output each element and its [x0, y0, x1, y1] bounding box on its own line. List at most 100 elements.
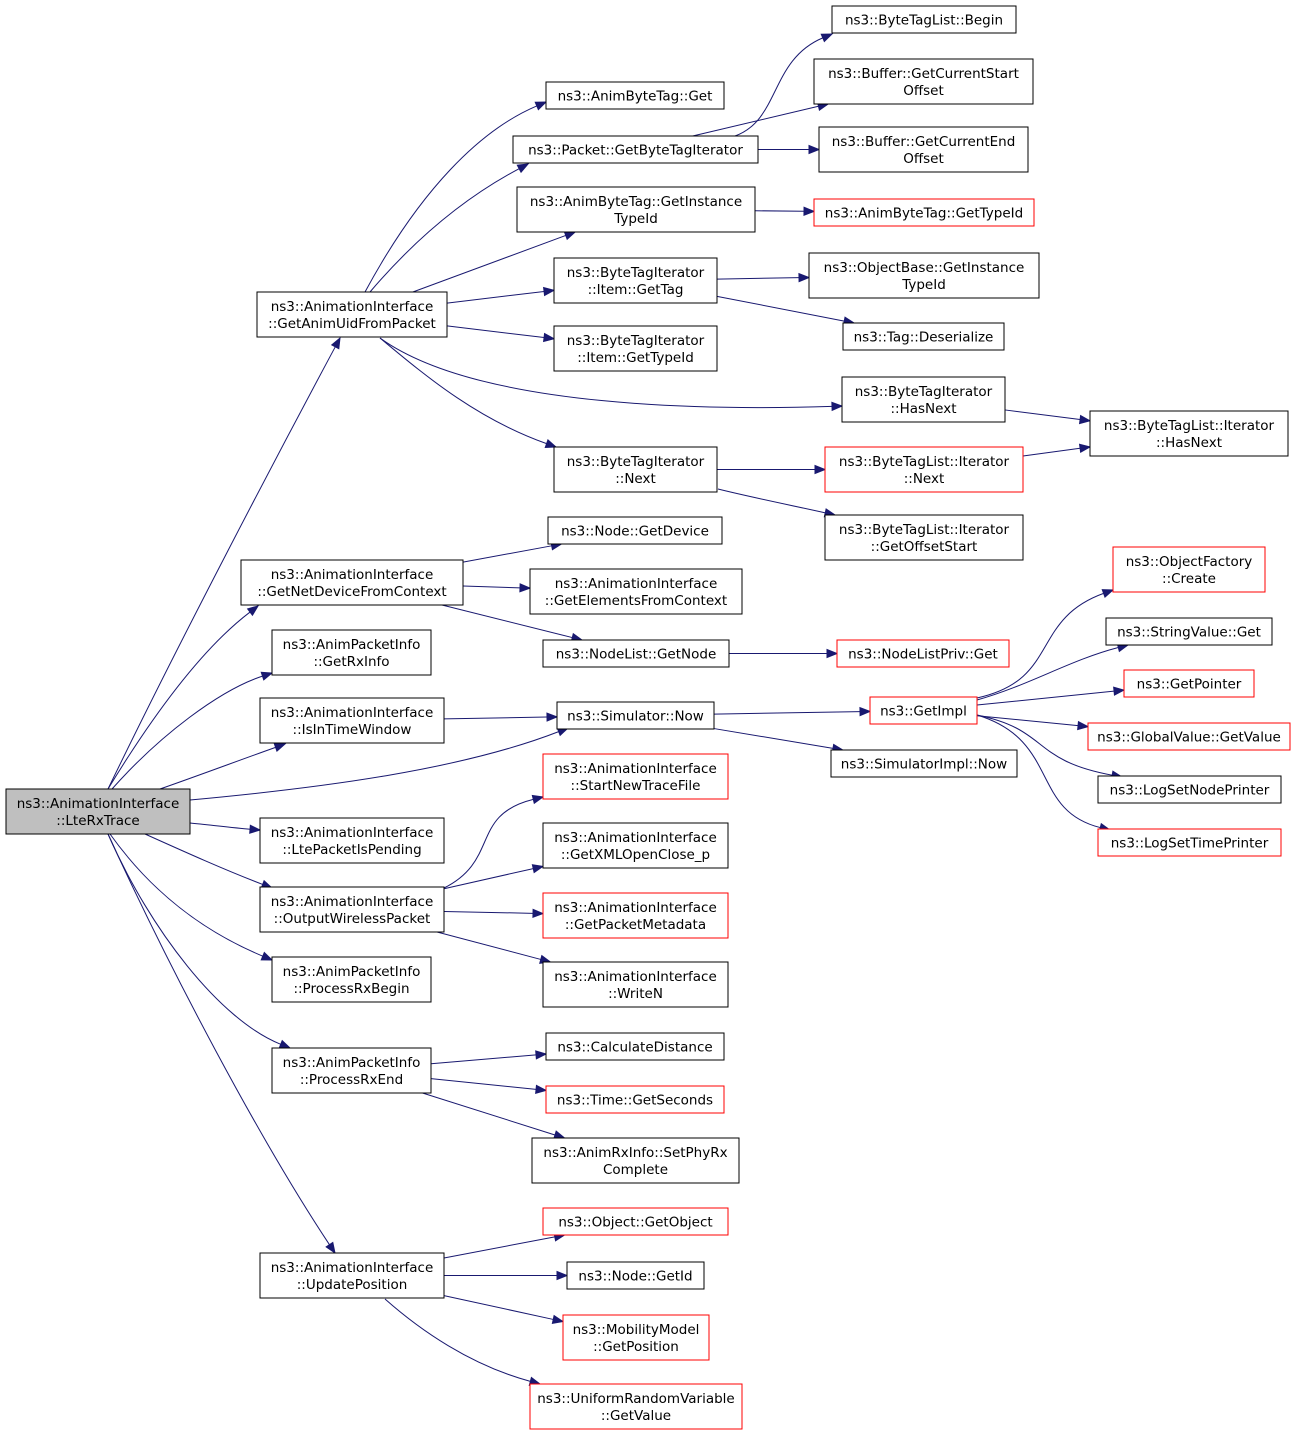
node-label-line: ns3::AnimByteTag::GetInstance [530, 194, 742, 210]
function-node-n47[interactable]: ns3::Node::GetId [566, 1261, 705, 1290]
node-box [1097, 775, 1282, 804]
function-node-n46[interactable]: ns3::Object::GetObject [542, 1207, 729, 1236]
edge-line [976, 714, 1101, 829]
node-box [271, 1047, 432, 1094]
node-label-line: ::GetRxInfo [313, 654, 389, 670]
function-node-n25[interactable]: ns3::ByteTagList::Iterator::GetOffsetSta… [824, 514, 1024, 561]
call-edge-n1-n11 [369, 163, 530, 293]
edge-line [107, 611, 251, 790]
edge-line [1004, 409, 1081, 421]
call-edge-n0-n4 [159, 743, 287, 790]
function-node-n32[interactable]: ns3::SimulatorImpl::Now [830, 749, 1018, 778]
node-box [1087, 722, 1291, 751]
node-label-line: ns3::AnimationInterface [554, 830, 717, 846]
arrowhead-icon [814, 464, 827, 475]
arrowhead-icon [803, 206, 816, 216]
function-node-n6[interactable]: ns3::AnimationInterface::OutputWirelessP… [259, 886, 445, 933]
edge-line [369, 168, 520, 293]
call-edge-n1-n13 [446, 286, 556, 304]
function-node-n28[interactable]: ns3::NodeList::GetNode [542, 639, 730, 668]
function-node-n44[interactable]: ns3::Time::GetSeconds [545, 1085, 725, 1114]
arrowhead-icon [531, 794, 545, 805]
function-node-n36[interactable]: ns3::GlobalValue::GetValue [1087, 722, 1291, 751]
function-node-n48[interactable]: ns3::MobilityModel::GetPosition [562, 1314, 710, 1361]
call-edge-n1-n15 [379, 337, 558, 448]
function-node-n42[interactable]: ns3::AnimationInterface::WriteN [542, 961, 729, 1008]
function-node-n0: ns3::AnimationInterface::LteRxTrace [5, 788, 191, 835]
node-label-line: ns3::ByteTagList::Begin [845, 13, 1003, 29]
function-node-n49[interactable]: ns3::UniformRandomVariable::GetValue [529, 1383, 743, 1430]
function-node-n37[interactable]: ns3::LogSetNodePrinter [1097, 775, 1282, 804]
node-box [1097, 828, 1282, 857]
edge-line [462, 585, 521, 589]
node-box [547, 516, 723, 545]
arrowhead-icon [826, 648, 839, 659]
function-node-n22[interactable]: ns3::ByteTagIterator::HasNext [841, 376, 1006, 423]
function-node-n19[interactable]: ns3::AnimByteTag::GetTypeId [813, 198, 1035, 227]
node-label-line: ns3::Simulator::Now [567, 709, 704, 725]
function-node-n2[interactable]: ns3::AnimationInterface::GetNetDeviceFro… [240, 559, 464, 606]
function-node-n11[interactable]: ns3::Packet::GetByteTagIterator [512, 135, 759, 164]
node-label-line: ::ProcessRxBegin [293, 981, 409, 997]
function-node-n1[interactable]: ns3::AnimationInterface::GetAnimUidFromP… [256, 291, 448, 338]
function-node-n23[interactable]: ns3::ByteTagList::Iterator::HasNext [1089, 410, 1289, 457]
arrowhead-icon [516, 163, 530, 174]
function-node-n9[interactable]: ns3::AnimationInterface::UpdatePosition [259, 1252, 445, 1299]
node-box [259, 817, 445, 864]
function-node-n34[interactable]: ns3::StringValue::Get [1105, 617, 1273, 646]
function-node-n14[interactable]: ns3::ByteTagIterator::Item::GetTypeId [553, 325, 718, 372]
call-edge-n9-n47 [444, 1270, 569, 1281]
node-label-line: TypeId [613, 211, 658, 227]
function-node-n21[interactable]: ns3::Tag::Deserialize [842, 322, 1005, 351]
function-node-n40[interactable]: ns3::AnimationInterface::GetXMLOpenClose… [542, 822, 729, 869]
function-node-n13[interactable]: ns3::ByteTagIterator::Item::GetTag [553, 257, 718, 304]
function-node-n31[interactable]: ns3::GetImpl [869, 696, 978, 725]
arrowhead-icon [1078, 443, 1092, 454]
function-node-n10[interactable]: ns3::AnimByteTag::Get [545, 81, 725, 110]
function-node-n39[interactable]: ns3::AnimationInterface::StartNewTraceFi… [542, 753, 729, 800]
node-label-line: ns3::Tag::Deserialize [854, 330, 994, 346]
function-node-n5[interactable]: ns3::AnimationInterface::LtePacketIsPend… [259, 817, 445, 864]
function-node-n7[interactable]: ns3::AnimPacketInfo::ProcessRxBegin [271, 956, 432, 1003]
function-node-n4[interactable]: ns3::AnimationInterface::IsInTimeWindow [259, 697, 445, 744]
function-node-n3[interactable]: ns3::AnimPacketInfo::GetRxInfo [271, 629, 432, 676]
function-node-n16[interactable]: ns3::ByteTagList::Begin [831, 5, 1017, 34]
node-box [824, 446, 1024, 493]
call-edge-n8-n43 [430, 1050, 548, 1065]
arrowhead-icon [1113, 686, 1126, 696]
function-node-n41[interactable]: ns3::AnimationInterface::GetPacketMetada… [542, 892, 729, 939]
call-edge-n0-n2 [107, 605, 260, 790]
function-node-n30[interactable]: ns3::Simulator::Now [556, 701, 715, 730]
function-node-n35[interactable]: ns3::GetPointer [1123, 669, 1255, 698]
node-label-line: ns3::Packet::GetByteTagIterator [528, 143, 743, 159]
function-node-n43[interactable]: ns3::CalculateDistance [545, 1032, 725, 1061]
node-label-line: ns3::Buffer::GetCurrentStart [828, 66, 1019, 82]
call-edge-n11-n16 [734, 33, 834, 137]
arrowhead-icon [534, 101, 548, 111]
node-label-line: ns3::ByteTagList::Iterator [1104, 418, 1275, 434]
node-label-line: ns3::Buffer::GetCurrentEnd [832, 134, 1016, 150]
function-node-n8[interactable]: ns3::AnimPacketInfo::ProcessRxEnd [271, 1047, 432, 1094]
arrowhead-icon [246, 605, 260, 617]
function-node-n26[interactable]: ns3::Node::GetDevice [547, 516, 723, 545]
node-label-line: ns3::AnimationInterface [271, 825, 434, 841]
node-label-line: Offset [903, 83, 944, 99]
edge-line [364, 105, 537, 293]
function-node-n33[interactable]: ns3::ObjectFactory::Create [1112, 546, 1266, 593]
function-node-n27[interactable]: ns3::AnimationInterface::GetElementsFrom… [529, 568, 743, 615]
function-node-n15[interactable]: ns3::ByteTagIterator::Next [553, 446, 718, 493]
function-node-n29[interactable]: ns3::NodeListPriv::Get [836, 639, 1010, 668]
node-label-line: ::Item::GetTag [588, 282, 684, 298]
node-box [542, 961, 729, 1008]
function-node-n24[interactable]: ns3::ByteTagList::Iterator::Next [824, 446, 1024, 493]
node-label-line: ns3::AnimationInterface [271, 299, 434, 315]
node-label-line: ns3::AnimationInterface [271, 567, 434, 583]
node-label-line: ::UpdatePosition [297, 1277, 408, 1293]
edge-line [446, 325, 545, 339]
function-node-n38[interactable]: ns3::LogSetTimePrinter [1097, 828, 1282, 857]
